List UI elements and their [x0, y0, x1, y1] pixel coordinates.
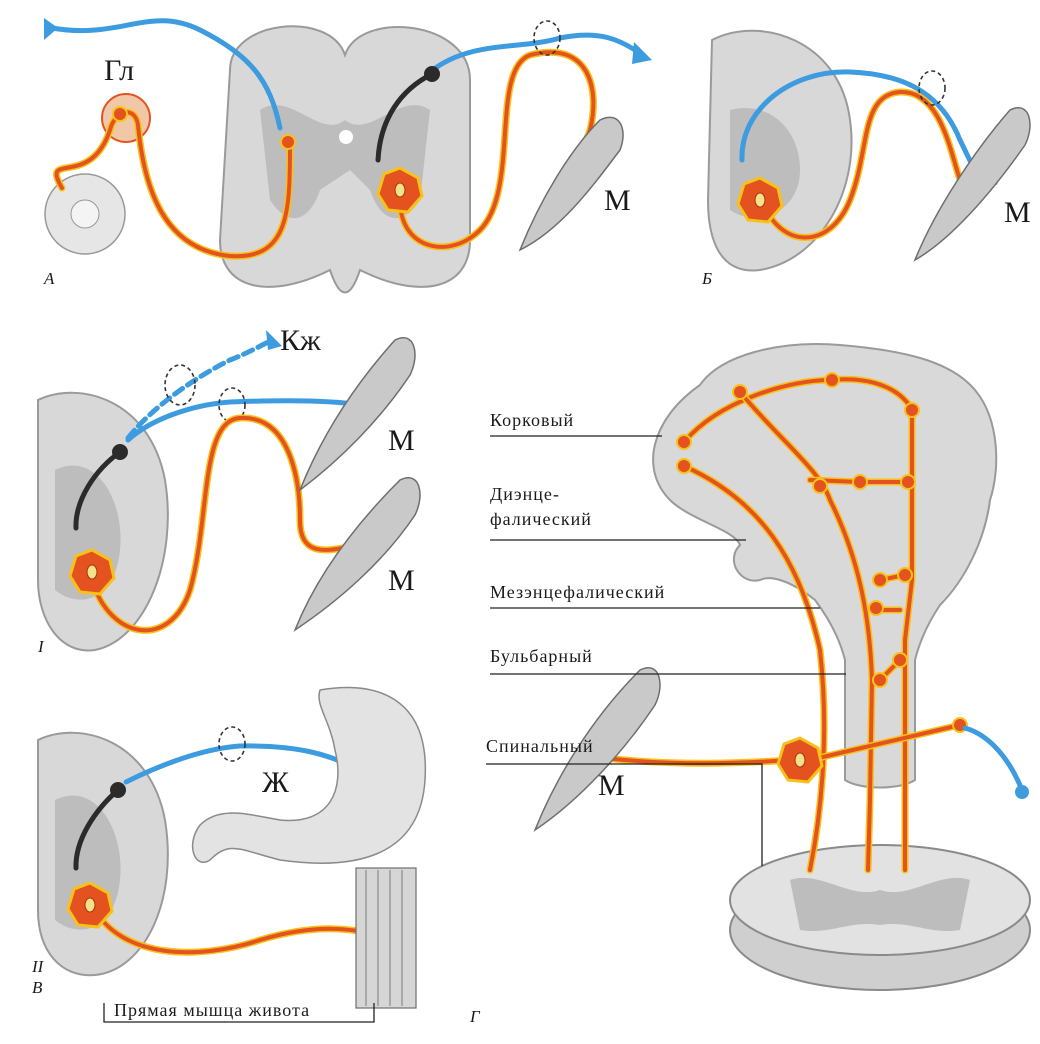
- dorsal-root-fiber: [965, 728, 1022, 790]
- receptor-icon: [1015, 785, 1029, 799]
- receptor-icon: [44, 18, 58, 40]
- level-label-mesencephalic: Мезэнцефалический: [490, 582, 665, 602]
- interneuron-soma: [110, 782, 126, 798]
- ganglion-label: Гл: [104, 54, 134, 87]
- central-canal: [339, 130, 353, 144]
- panel-a: Гл М А: [43, 18, 652, 293]
- roman-label-i: I: [37, 637, 45, 656]
- panel-letter-v: В: [32, 978, 43, 997]
- muscle-label: М: [604, 184, 631, 217]
- panel-g: Корковый Диэнце- фалический Мезэнцефалич…: [469, 344, 1030, 1026]
- motor-neuron-icon: [778, 738, 822, 782]
- rectus-label: Прямая мышца живота: [114, 1000, 310, 1020]
- synapse-icon: [113, 107, 127, 121]
- panel-v-i: Кж М М I: [37, 324, 420, 656]
- rectus-muscle: [356, 868, 416, 1008]
- roman-label-ii: II: [31, 957, 45, 976]
- panel-v-ii: Ж II В Прямая мышца живота: [31, 688, 425, 1022]
- stomach-label: Ж: [262, 766, 289, 799]
- synapse-icon: [281, 135, 295, 149]
- level-label-bulbar: Бульбарный: [490, 646, 593, 666]
- interneuron-soma: [112, 444, 128, 460]
- stomach-organ: [193, 688, 426, 864]
- level-label-diencephalic-1: Диэнце-: [490, 484, 560, 504]
- muscle-v1-bottom: [295, 478, 420, 630]
- muscle-v1-top: [300, 338, 415, 490]
- interneuron-soma: [424, 66, 440, 82]
- panel-b: М Б: [701, 31, 1031, 288]
- muscle-label: М: [1004, 196, 1031, 229]
- level-label-diencephalic-2: фалический: [490, 509, 592, 529]
- muscle-b: [915, 108, 1030, 260]
- level-label-cortical: Корковый: [490, 410, 574, 430]
- muscle-label: М: [598, 769, 625, 802]
- panel-letter-a: А: [43, 269, 55, 288]
- panel-letter-b: Б: [701, 269, 712, 288]
- receptor-icon: [632, 42, 652, 64]
- muscle-label: М: [388, 424, 415, 457]
- panel-letter-g: Г: [469, 1007, 481, 1026]
- muscle-label: М: [388, 564, 415, 597]
- level-label-spinal: Спинальный: [486, 736, 594, 756]
- skin-label: Кж: [280, 324, 321, 357]
